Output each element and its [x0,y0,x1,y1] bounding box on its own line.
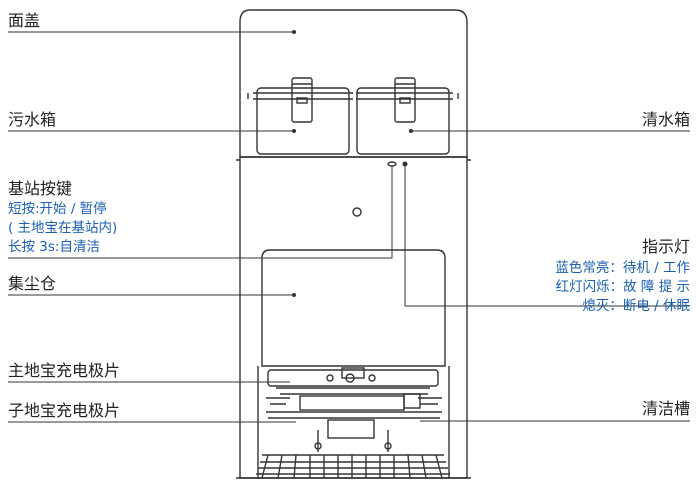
note-off: 熄灭：断电 / 休眠 [582,298,690,314]
note-blue-on: 蓝色常亮：待机 / 工作 [555,260,690,276]
label-indicator: 指示灯 [641,237,690,256]
sub-charge-plates [266,411,442,419]
body-outline [239,156,468,479]
note-red-flash: 红灯闪烁：故 障 提 示 [555,279,690,295]
label-dust-bin: 集尘仓 [8,274,57,293]
label-sub-charge-plates: 子地宝充电极片 [8,401,121,420]
label-clean-slot: 清洁槽 [641,399,690,418]
logo-mark [352,207,362,217]
note-short-press-condition: ( 主地宝在基站内) [8,220,118,236]
clean-slot-ribs [256,454,450,479]
label-main-charge-plates: 主地宝充电极片 [8,361,121,380]
leader-indicator [404,166,690,307]
clean-tank-outline [356,87,450,155]
dirty-tank-latch [291,77,313,123]
base-button [387,161,397,167]
main-charge-plates [276,387,430,395]
indicator-light [402,161,408,167]
dirty-tank-outline [256,87,350,155]
label-cover: 面盖 [8,11,41,30]
label-clean-tank: 清水箱 [641,110,690,129]
note-long-press: 长按 3s:自清洁 [8,239,100,255]
leader-base-button [8,166,393,259]
label-dirty-tank: 污水箱 [8,110,57,129]
dust-bin-outline [261,249,446,367]
label-base-button: 基站按键 [8,179,73,198]
note-short-press: 短按:开始 / 暂停 [8,201,107,217]
clean-tank-latch [394,77,416,123]
